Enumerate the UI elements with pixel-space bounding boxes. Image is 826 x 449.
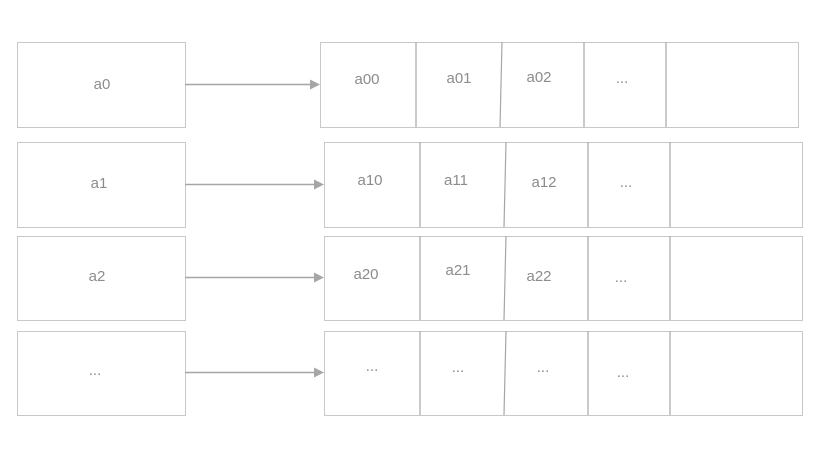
array-cell: a21	[445, 262, 470, 279]
left-node-box	[17, 42, 186, 128]
array-cell: ...	[616, 70, 629, 87]
array-cell: ...	[617, 364, 630, 381]
arrow-head-icon	[310, 79, 320, 90]
array-cell: ...	[615, 269, 628, 286]
cell-separator	[503, 330, 507, 416]
left-node-label: a2	[89, 268, 106, 285]
left-node-label: ...	[89, 362, 102, 379]
array-cell: a01	[446, 70, 471, 87]
left-node-box	[17, 236, 186, 321]
array-cell: a00	[354, 71, 379, 88]
array-cell: a20	[353, 266, 378, 283]
arrow-head-icon	[314, 272, 324, 283]
left-node-label: a0	[94, 76, 111, 93]
row-3: ... ... ... ... ...	[17, 330, 803, 416]
arrow-head-icon	[314, 367, 324, 378]
array-box	[324, 331, 803, 416]
array-cell: ...	[620, 174, 633, 191]
left-node-box	[17, 142, 186, 228]
array-cell: ...	[537, 359, 550, 376]
array-box	[324, 142, 803, 228]
left-node-box	[17, 331, 186, 416]
cell-separator	[503, 141, 507, 228]
array-box	[324, 236, 803, 321]
row-0: a0 a00 a01 a02 ...	[17, 41, 799, 128]
array-box	[320, 42, 799, 128]
array-cell: a11	[444, 172, 468, 189]
arrow-head-icon	[314, 179, 324, 190]
array-cell: a22	[526, 268, 551, 285]
row-1: a1 a10 a11 a12 ...	[17, 141, 803, 228]
cell-separator	[503, 235, 507, 321]
row-2: a2 a20 a21 a22 ...	[17, 235, 803, 321]
left-node-label: a1	[91, 175, 108, 192]
array-cell: ...	[452, 359, 465, 376]
array-cell: a02	[526, 69, 551, 86]
cell-separator	[499, 41, 503, 128]
array-cell: a10	[357, 172, 382, 189]
array-cell: ...	[366, 358, 379, 375]
array-cell: a12	[531, 174, 556, 191]
